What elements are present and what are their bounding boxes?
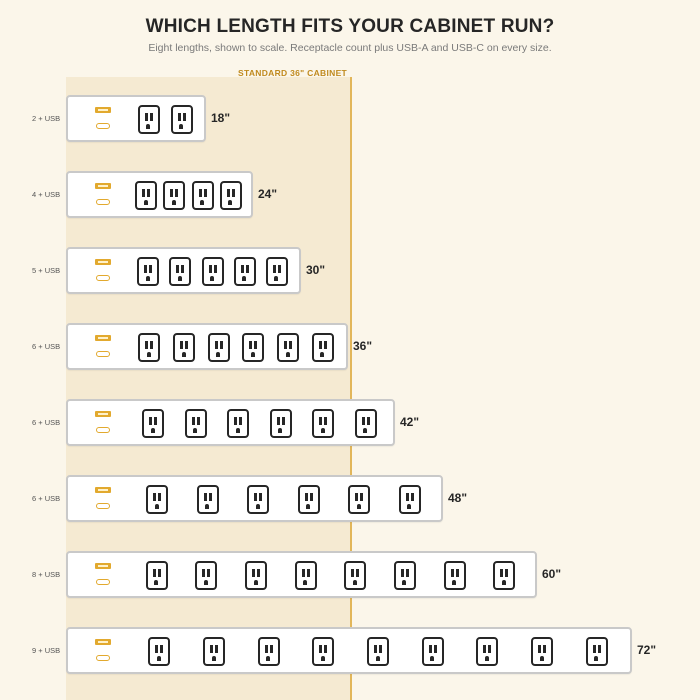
power-strip bbox=[66, 475, 443, 522]
outlet-icon bbox=[311, 333, 334, 362]
outlet-icon bbox=[196, 485, 219, 514]
outlet-icon bbox=[219, 181, 242, 210]
strip-length-label: 18" bbox=[211, 111, 231, 125]
outlet-icon bbox=[348, 485, 371, 514]
usb-a-port-icon bbox=[95, 563, 111, 569]
outlet-icon bbox=[277, 333, 299, 362]
outlet-icon bbox=[398, 485, 421, 514]
strip-config-label: 4 + USB bbox=[32, 190, 61, 199]
outlet-icon bbox=[297, 485, 320, 514]
strip-length-label: 48" bbox=[448, 491, 468, 505]
outlet-icon bbox=[203, 637, 225, 666]
strip-config-label: 6 + USB bbox=[32, 342, 61, 351]
outlet-icon bbox=[191, 181, 214, 210]
cabinet-label: STANDARD 36" CABINET bbox=[238, 68, 348, 78]
outlet-icon bbox=[233, 257, 256, 286]
outlet-icon bbox=[163, 181, 186, 210]
outlet-icon bbox=[169, 257, 192, 286]
strip-length-label: 24" bbox=[258, 187, 278, 201]
outlet-icon bbox=[344, 561, 367, 590]
outlet-icon bbox=[443, 561, 466, 590]
strip-length-label: 72" bbox=[637, 643, 657, 657]
usb-c-port-icon bbox=[96, 655, 110, 661]
strip-config-label: 5 + USB bbox=[32, 266, 61, 275]
power-strip bbox=[66, 627, 632, 674]
outlet-icon bbox=[195, 561, 218, 590]
strip-length-label: 36" bbox=[353, 339, 373, 353]
outlet-icon bbox=[135, 181, 158, 210]
outlet-icon bbox=[227, 409, 250, 438]
strip-config-label: 6 + USB bbox=[32, 494, 61, 503]
power-strip bbox=[66, 171, 253, 218]
outlet-icon bbox=[294, 561, 317, 590]
outlet-icon bbox=[531, 637, 553, 666]
strip-config-label: 6 + USB bbox=[32, 418, 61, 427]
outlet-icon bbox=[145, 561, 168, 590]
outlet-icon bbox=[170, 105, 193, 134]
outlet-icon bbox=[137, 257, 160, 286]
outlet-icon bbox=[245, 561, 268, 590]
strip-length-label: 42" bbox=[400, 415, 420, 429]
outlet-icon bbox=[148, 637, 171, 666]
strip-config-label: 9 + USB bbox=[32, 646, 61, 655]
outlet-icon bbox=[367, 637, 389, 666]
usb-a-port-icon bbox=[95, 411, 111, 417]
outlet-icon bbox=[138, 333, 161, 362]
outlet-icon bbox=[173, 333, 195, 362]
outlet-icon bbox=[493, 561, 516, 590]
outlet-icon bbox=[269, 409, 292, 438]
outlet-icon bbox=[207, 333, 230, 362]
usb-c-port-icon bbox=[96, 579, 110, 585]
power-strip bbox=[66, 95, 206, 142]
power-strip bbox=[66, 551, 537, 598]
power-strip bbox=[66, 399, 395, 446]
strip-config-label: 8 + USB bbox=[32, 570, 61, 579]
usb-a-port-icon bbox=[95, 107, 111, 113]
power-strip bbox=[66, 247, 301, 294]
strip-length-label: 60" bbox=[542, 567, 562, 581]
usb-c-port-icon bbox=[96, 351, 110, 357]
usb-c-port-icon bbox=[96, 275, 110, 281]
power-strip bbox=[66, 323, 348, 370]
outlet-icon bbox=[421, 637, 444, 666]
outlet-icon bbox=[184, 409, 207, 438]
usb-c-port-icon bbox=[96, 123, 110, 129]
usb-a-port-icon bbox=[95, 183, 111, 189]
outlet-icon bbox=[201, 257, 224, 286]
page-subtitle: Eight lengths, shown to scale. Receptacl… bbox=[148, 42, 552, 54]
page-title: WHICH LENGTH FITS YOUR CABINET RUN? bbox=[145, 16, 555, 37]
usb-a-port-icon bbox=[95, 335, 111, 341]
outlet-icon bbox=[265, 257, 288, 286]
usb-a-port-icon bbox=[95, 487, 111, 493]
outlet-icon bbox=[247, 485, 270, 514]
usb-a-port-icon bbox=[95, 639, 111, 645]
outlet-icon bbox=[142, 409, 165, 438]
usb-c-port-icon bbox=[96, 199, 110, 205]
outlet-icon bbox=[137, 105, 160, 134]
outlet-icon bbox=[312, 409, 335, 438]
outlet-icon bbox=[146, 485, 169, 514]
outlet-icon bbox=[476, 637, 499, 666]
outlet-icon bbox=[354, 409, 377, 438]
outlet-icon bbox=[312, 637, 335, 666]
outlet-icon bbox=[257, 637, 280, 666]
outlet-icon bbox=[585, 637, 608, 666]
outlet-icon bbox=[242, 333, 265, 362]
outlet-icon bbox=[393, 561, 416, 590]
usb-c-port-icon bbox=[96, 427, 110, 433]
strip-config-label: 2 + USB bbox=[32, 114, 61, 123]
usb-a-port-icon bbox=[95, 259, 111, 265]
usb-c-port-icon bbox=[96, 503, 110, 509]
strip-length-label: 30" bbox=[306, 263, 326, 277]
